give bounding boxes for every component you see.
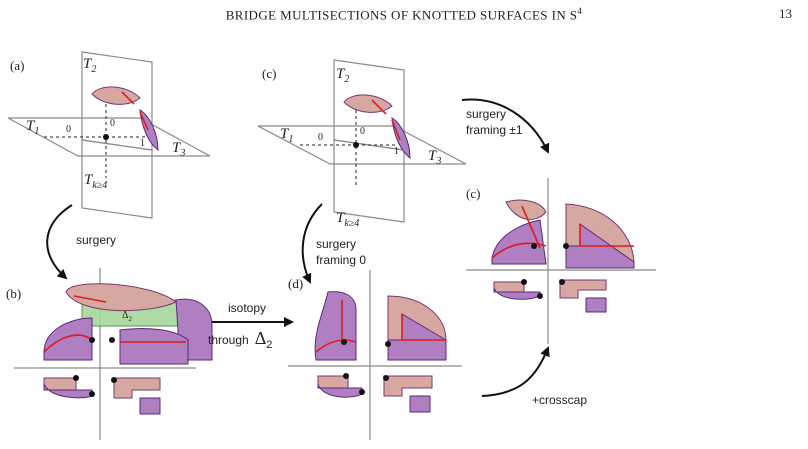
label-t3: T3 <box>428 148 441 167</box>
disk-purple <box>43 317 93 361</box>
red-arc <box>371 99 387 115</box>
disk-purple <box>391 117 411 160</box>
running-header: BRIDGE MULTISECTIONS OF KNOTTED SURFACES… <box>0 6 808 23</box>
arrow-label-framing-0: framing 0 <box>316 253 366 267</box>
arrow-surgery-framing-pm1 <box>461 98 550 154</box>
framing-label: 0 <box>66 124 71 135</box>
red-arc <box>521 205 541 249</box>
red-arc <box>43 334 93 353</box>
vertex-dot <box>89 337 95 343</box>
disk-purple <box>314 291 357 361</box>
panel-b-label: (b) <box>6 286 21 301</box>
arrow-surgery <box>46 204 73 280</box>
framing-label: 0 <box>360 126 365 137</box>
arrow-label-surgery: surgery <box>76 233 116 247</box>
label-t1: T1 <box>280 126 293 145</box>
arrow-label-surgery: surgery <box>466 107 506 121</box>
header-text: BRIDGE MULTISECTIONS OF KNOTTED SURFACES… <box>225 7 578 23</box>
disk-pink <box>493 281 525 293</box>
header-superscript: 4 <box>577 6 583 16</box>
disk-pink <box>43 377 77 391</box>
disk-purple <box>409 395 431 413</box>
disk-purple <box>119 327 189 365</box>
vertex-dot <box>353 142 359 148</box>
label-t3: T3 <box>172 140 185 159</box>
disk-pink <box>343 94 393 113</box>
red-arc <box>73 295 107 303</box>
red-arc <box>391 119 401 141</box>
red-arc <box>315 339 357 353</box>
vertex-dot <box>563 243 569 249</box>
label-t2: T2 <box>83 56 96 75</box>
vertex-dot <box>537 293 543 299</box>
vertex-dot <box>531 243 537 249</box>
label-tk: Tk≥4 <box>84 172 107 191</box>
vertex-dot <box>385 341 391 347</box>
panel-b: (b) Δ2 <box>6 268 213 440</box>
page-number: 13 <box>779 6 792 21</box>
framing-label: 1 <box>394 146 399 157</box>
arrow-crosscap <box>481 346 550 397</box>
panel-a-label: (a) <box>10 58 24 73</box>
label-t1: T1 <box>26 118 39 137</box>
panel-c-right-label: (c) <box>466 186 480 201</box>
vertex-dot <box>521 279 527 285</box>
framing-label: 0 <box>110 118 115 129</box>
disk-pink <box>383 375 433 397</box>
arrow-label-crosscap: +crosscap <box>532 393 587 407</box>
disk-pink <box>91 86 141 105</box>
vertex-dot <box>383 375 389 381</box>
label-tk: Tk≥4 <box>336 210 359 229</box>
panel-d-label: (d) <box>288 276 303 291</box>
red-arc <box>491 242 547 259</box>
disk-pink <box>317 375 349 389</box>
vertex-dot <box>343 373 349 379</box>
panel-c-label: (c) <box>262 66 276 81</box>
red-arc <box>579 224 634 247</box>
vertex-dot <box>359 389 365 395</box>
panel-c-top: (c) T2 T1 T3 Tk≥4 0 0 1 <box>257 59 467 229</box>
plane-t1-t3 <box>257 125 467 165</box>
disk-purple <box>139 397 161 415</box>
disk-purple <box>493 287 541 300</box>
vertex-dot <box>73 375 79 381</box>
disk-pink <box>505 199 547 220</box>
red-arc <box>121 91 135 105</box>
disk-pink <box>559 279 607 299</box>
arrow-label-surgery: surgery <box>316 237 356 251</box>
red-arc <box>139 111 149 131</box>
delta-label: Δ2 <box>122 310 132 323</box>
framing-label: 0 <box>318 132 323 143</box>
disk-purple <box>139 109 159 152</box>
arrow-label-isotopy: isotopy <box>228 301 266 315</box>
arrow-label-framing-pm1: framing ±1 <box>466 123 523 137</box>
framing-label: 1 <box>140 138 145 149</box>
plane-tk <box>81 139 153 219</box>
vertex-dot <box>103 134 109 140</box>
red-arc <box>401 314 446 341</box>
plane-tk <box>333 139 405 223</box>
vertex-dot <box>89 391 95 397</box>
vertex-dot <box>109 337 115 343</box>
plane-t1-t3 <box>7 117 211 157</box>
disk-purple <box>585 297 607 313</box>
disk-pink <box>113 377 161 399</box>
vertex-dot <box>341 339 347 345</box>
panel-d: (d) <box>288 270 462 440</box>
panel-c-right: (c) <box>466 178 656 344</box>
label-t2: T2 <box>336 66 349 85</box>
vertex-dot <box>111 377 117 383</box>
panel-a: (a) T2 T1 T3 Tk≥4 0 0 1 <box>7 51 211 219</box>
arrow-surgery-framing-0 <box>301 203 323 284</box>
vertex-dot <box>559 279 565 285</box>
